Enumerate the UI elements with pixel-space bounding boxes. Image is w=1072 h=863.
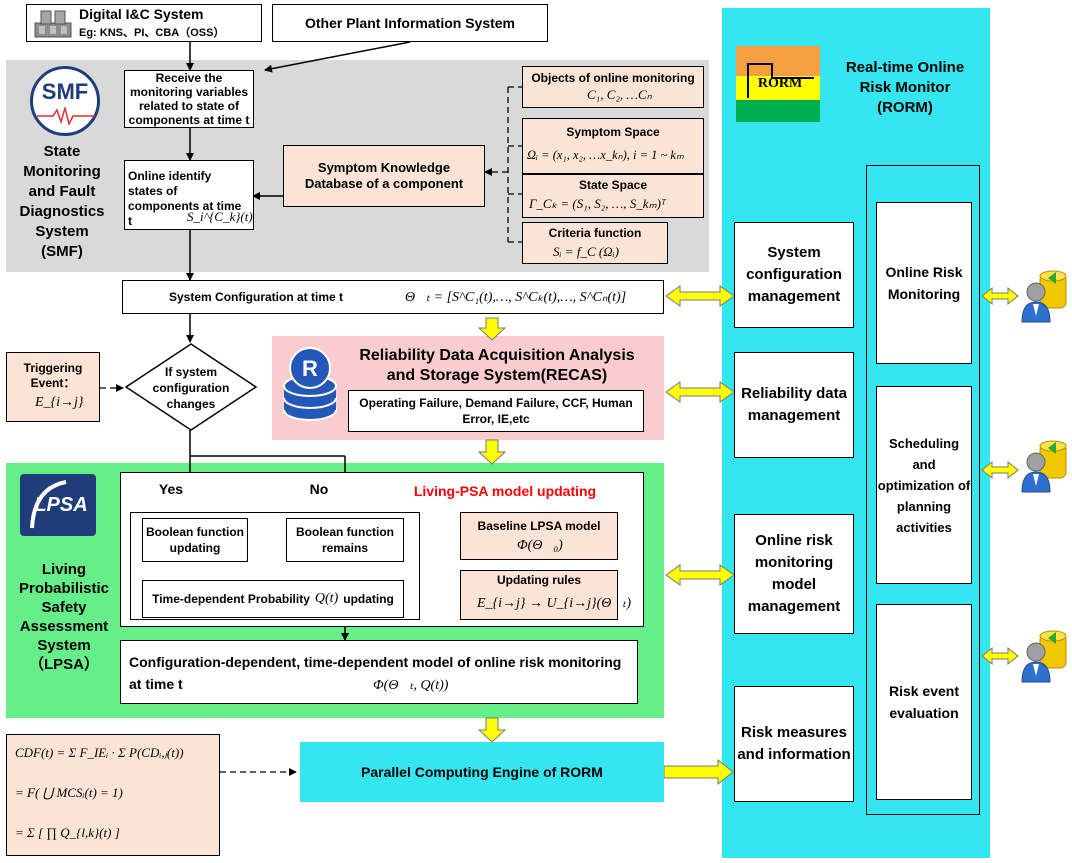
lpsa-logo-text: LPSA [32,494,90,517]
receive-box: Receive the monitoring variables related… [124,70,254,128]
criteria-title: Criteria function [548,226,642,240]
function-label-1: Scheduling and optimization of planning … [877,435,971,535]
recas-logo-letter: R [302,356,318,381]
rorm-module-2: Online risk monitoring model management [734,514,854,634]
rules-title: Updating rules [496,573,581,587]
cdf-line-3: = Σ [ ∏ Q_{l,k}(t) ] [15,825,120,840]
smf-logo-text: SMF [41,79,89,104]
dic-title: Digital I&C System [79,6,204,22]
cdf-formula-box: CDF(t) = Σ F_IEᵢ · Σ P(CDᵢ,ⱼ(t)) = F( ⋃ … [6,734,220,856]
trigger-title: Triggering Event： [23,361,83,390]
online-risk-model-box: Configuration-dependent, time-dependent … [120,640,638,704]
user-database-icon [1021,440,1067,493]
rorm-function-2: Risk event evaluation [876,604,972,800]
parallel-computing-engine-box: Parallel Computing Engine of RORM [300,742,664,802]
symptom-knowledge-db-box: Symptom Knowledge Database of a componen… [283,145,485,207]
sysconfig-math: Θ⃗ₜ = [S^C₁(t),…, S^Cₖ(t),…, S^Cₙ(t)] [405,290,627,305]
module-label-3: Risk measures and information [737,724,851,763]
database-icon: R [283,347,337,421]
rorm-logo-yellow [736,76,820,100]
rorm-logo-orange [736,46,820,76]
yes-label: Yes [158,481,184,497]
criteria-math: Sᵢ = f_C (Ωᵢ) [553,244,619,259]
no-label: No [309,481,329,497]
decision-diamond [124,343,258,431]
rorm-module-0: System configuration management [734,222,854,328]
time-dependent-prob-box: Time-dependent Probability Q(t) updating [142,580,404,618]
function-label-2: Risk event evaluation [888,683,960,721]
trigger-math: E_{i→j} [35,395,84,410]
model-math: Φ(Θ⃗ₜ, Q(t)) [373,678,449,693]
module-label-0: System configuration management [746,244,842,305]
bool-update-label: Boolean function updating [146,525,244,555]
identify-box: Online identify states of components at … [124,160,254,230]
boolean-remain-box: Boolean function remains [286,518,404,562]
rorm-title: Real-time Online Risk Monitor (RORM) [845,59,965,116]
rorm-functions-frame [866,165,980,815]
time-prob-math: Q(t) [314,591,339,606]
cdf-line-2: = F( ⋃ MCSᵢ(t) = 1) [15,785,123,800]
identify-math: S_i^{C_k}(t) [187,209,253,224]
knowledge-db-label: Symptom Knowledge Database of a componen… [304,160,464,191]
lpsa-label: Living Probabilistic Safety Assessment S… [18,561,110,673]
state-space-box: State Space Γ_Cₖ = (S₁, S₂, …, S_kₘ)ᵀ [522,174,704,218]
lpsa-swoosh-icon [30,480,67,529]
state-space-title: State Space [578,178,648,192]
updating-rules-box: Updating rules E_{i→j} → U_{i→j}(Θ⃗ₜ) [460,570,631,620]
user-database-icon [1021,630,1067,683]
model-label: Configuration-dependent, time-dependent … [129,654,622,692]
other-plant-info-box: Other Plant Information System [272,4,548,42]
symptom-space-box: Symptom Space Ωᵢ = (x₁, x₂, …x_kₙ), i = … [522,118,704,174]
smf-label: State Monitoring and Fault Diagnostics S… [19,143,105,260]
triggering-event-box: Triggering Event： E_{i→j} [6,352,100,422]
user-database-icon [1021,270,1067,323]
dic-subtitle: Eg: KNS、PI、CBA（OSS） [79,27,225,39]
baseline-title: Baseline LPSA model [477,519,601,533]
module-label-1: Reliability data management [741,385,847,424]
opis-label: Other Plant Information System [304,15,516,31]
digital-ic-system-box: Digital I&C System Eg: KNS、PI、CBA（OSS） [26,4,262,42]
receive-label: Receive the monitoring variables related… [128,71,250,127]
symptom-space-math: Ωᵢ = (x₁, x₂, …x_kₙ), i = 1 ~ kₘ [527,148,684,162]
server-rack-icon [34,10,72,38]
lpsa-logo: LPSA [20,474,96,536]
living-psa-title: Living-PSA model updating [413,483,597,499]
rorm-logo-text: RORM [757,76,803,91]
module-label-2: Online risk monitoring model management [747,532,841,615]
rorm-module-3: Risk measures and information [734,686,854,802]
living-psa-inner-frame [130,512,420,620]
objects-box: Objects of online monitoring C₁, C₂, …Cₙ [522,66,704,108]
baseline-lpsa-box: Baseline LPSA model Φ(Θ⃗₀) [460,512,618,560]
rorm-function-1: Scheduling and optimization of planning … [876,386,972,584]
boolean-update-box: Boolean function updating [142,518,248,562]
symptom-space-title: Symptom Space [566,125,660,139]
recas-detail-box: Operating Failure, Demand Failure, CCF, … [348,390,644,432]
criteria-function-box: Criteria function Sᵢ = f_C (Ωᵢ) [522,222,668,264]
rorm-logo-green [736,100,820,122]
pulse-icon [37,107,95,125]
bool-remain-label: Boolean function remains [296,525,394,555]
sysconfig-label: System Configuration at time t [169,290,344,304]
smf-logo: SMF [30,66,100,136]
engine-label: Parallel Computing Engine of RORM [361,764,603,780]
time-prob-suffix: updating [343,592,394,606]
rorm-logo-border-icon [747,63,814,98]
baseline-math: Φ(Θ⃗₀) [517,538,563,553]
rules-math: E_{i→j} → U_{i→j}(Θ⃗ₜ) [477,596,632,611]
objects-title: Objects of online monitoring [531,71,695,85]
rorm-logo: RORM [736,46,820,122]
recas-detail: Operating Failure, Demand Failure, CCF, … [359,396,633,426]
decision-label: If system configuration changes [152,365,230,411]
identify-label: Online identify states of components at … [128,169,242,228]
system-config-box: System Configuration at time t Θ⃗ₜ = [S^… [122,280,664,314]
rorm-module-1: Reliability data management [734,352,854,458]
state-space-math: Γ_Cₖ = (S₁, S₂, …, S_kₘ)ᵀ [529,196,667,211]
recas-title: Reliability Data Acquisition Analysis an… [359,347,635,384]
function-label-0: Online Risk Monitoring [885,264,963,302]
objects-math: C₁, C₂, …Cₙ [587,87,652,102]
time-prob-label: Time-dependent Probability [152,592,310,606]
cdf-line-1: CDF(t) = Σ F_IEᵢ · Σ P(CDᵢ,ⱼ(t)) [15,745,184,760]
rorm-function-0: Online Risk Monitoring [876,202,972,364]
